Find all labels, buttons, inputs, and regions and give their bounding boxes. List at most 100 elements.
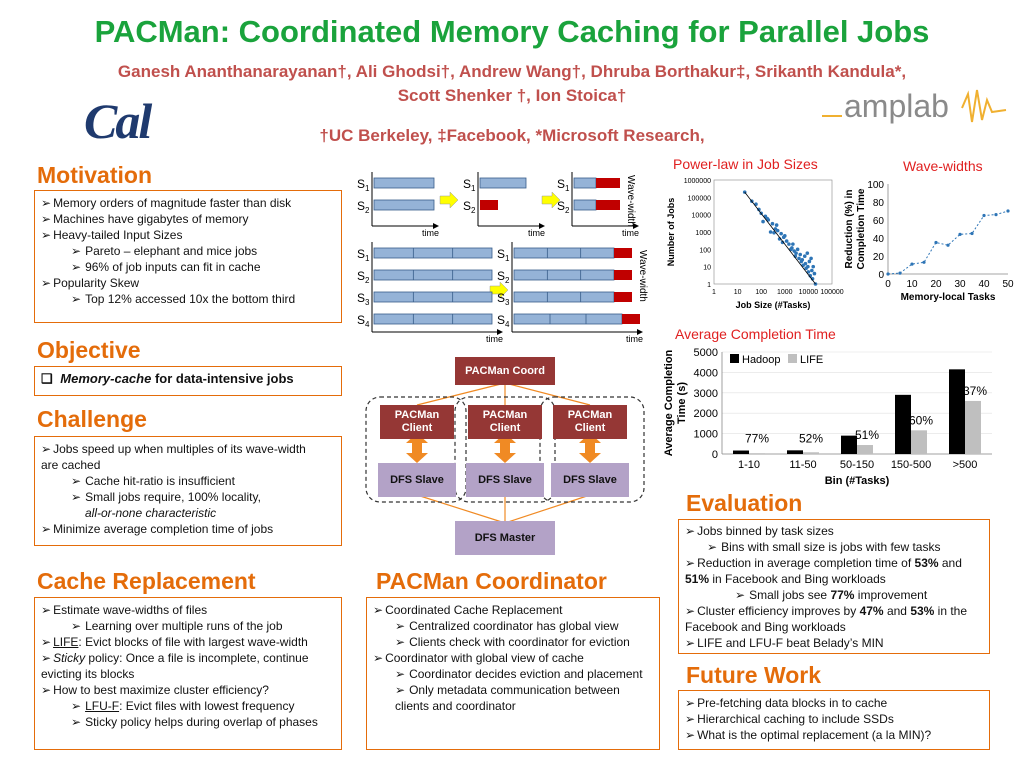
legend-label: LIFE: [800, 354, 823, 366]
objective-title: Objective: [37, 337, 141, 363]
data-point: [812, 271, 817, 276]
objective-box: Memory-cache for data-intensive jobs: [34, 366, 342, 396]
data-label: 60%: [909, 413, 933, 427]
eval-text: Small jobs see: [749, 588, 831, 602]
cached-bar: [596, 200, 620, 210]
bar: [841, 435, 857, 454]
data-point: [784, 239, 789, 243]
y-tick-label: 20: [873, 252, 885, 263]
y-axis-label-line: Completion Time: [856, 188, 867, 269]
s-label: S3: [357, 291, 370, 307]
data-point: [946, 243, 950, 247]
x-tick-label: 0: [885, 279, 891, 290]
pacman-client-box: PACMan Client: [380, 405, 454, 439]
future-work-list: Pre-fetching data blocks in to cache Hie…: [679, 691, 989, 747]
wave-width-label: Wave-width: [637, 250, 648, 302]
data-point: [768, 230, 773, 234]
list-item: Hierarchical caching to include SSDs: [685, 711, 983, 727]
eval-stat: 77%: [830, 588, 855, 602]
bar: [787, 450, 803, 454]
list-item: Only metadata communication between clie…: [373, 682, 653, 714]
objective-em: Memory-cache: [60, 371, 152, 386]
task-bar: [513, 291, 615, 303]
x-tick-label: >500: [953, 459, 978, 471]
s-label-sub: 2: [565, 206, 570, 215]
authors-line-1: Ganesh Ananthanarayanan†, Ali Ghodsi†, A…: [117, 62, 907, 81]
completion-time-chart: 0100020003000400050001-1077%11-5052%50-1…: [663, 347, 992, 487]
y-tick-label: 100: [867, 180, 884, 191]
x-tick-label: 11-50: [789, 459, 816, 471]
data-point: [810, 276, 815, 281]
objective-rest: for data-intensive jobs: [151, 371, 294, 386]
data-point: [802, 254, 807, 259]
arrow-icon: [541, 191, 561, 209]
list-item: 96% of job inputs can fit in cache: [41, 259, 335, 275]
objective-list: Memory-cache for data-intensive jobs: [35, 367, 341, 391]
bar: [749, 453, 765, 454]
s-label-sub: 2: [365, 206, 370, 215]
y-tick-label: 0: [712, 449, 718, 461]
x-tick-label: 10000: [799, 289, 819, 296]
y-axis-label-line: Time (s): [676, 382, 688, 424]
cached-bar: [614, 270, 632, 280]
dfs-slave-box: DFS Slave: [466, 463, 544, 497]
data-point: [791, 242, 795, 246]
authors: Ganesh Ananthanarayanan†, Ali Ghodsi†, A…: [50, 60, 974, 108]
data-point: [910, 262, 914, 266]
y-axis-label: Average CompletionTime (s): [663, 349, 688, 456]
lfuf-term: LFU-F: [85, 699, 120, 713]
list-item: Sticky policy: Once a file is incomplete…: [41, 650, 335, 682]
y-tick-label: 100000: [688, 195, 711, 202]
data-point: [806, 270, 811, 274]
s-label-sub: 4: [505, 320, 510, 329]
task-bar: [373, 177, 435, 189]
x-tick-label: 20: [930, 279, 942, 290]
task-bar: [373, 269, 493, 281]
eval-text: in the Facebook and Bing workloads: [685, 604, 968, 634]
list-item: LIFE: Evict blocks of file with largest …: [41, 634, 335, 650]
amplab-logo-text: amplab: [844, 88, 949, 124]
future-work-box: Pre-fetching data blocks in to cache Hie…: [678, 690, 990, 750]
x-tick-label: 1-10: [738, 459, 760, 471]
data-point: [809, 256, 813, 261]
y-axis-label: Number of Jobs: [666, 198, 676, 267]
bar: [965, 400, 981, 454]
data-point: [1006, 209, 1010, 213]
s-label: S4: [497, 313, 510, 329]
eval-text: and: [938, 556, 962, 570]
data-point: [806, 264, 810, 269]
y-tick-label: 100: [699, 247, 711, 254]
list-item: LIFE and LFU-F beat Belady’s MIN: [685, 635, 983, 651]
s-label-sub: 1: [471, 184, 476, 193]
y-tick-label: 10: [703, 265, 711, 272]
s-label-sub: 3: [365, 298, 370, 307]
cache-replacement-box: Estimate wave-widths of files Learning o…: [34, 597, 342, 750]
list-item: Jobs binned by task sizes: [685, 523, 983, 539]
time-label: time: [422, 228, 439, 238]
s-label-sub: 2: [471, 206, 476, 215]
lfuf-desc: : Evict files with lowest frequency: [119, 699, 295, 713]
task-bar: [479, 177, 527, 189]
authors-line-2: Scott Shenker †, Ion Stoica†: [397, 86, 627, 105]
x-tick-label: 30: [954, 279, 966, 290]
data-point: [783, 234, 787, 238]
data-point: [770, 221, 775, 226]
eval-text: improvement: [854, 588, 928, 602]
y-axis-label: Reduction (%) inCompletion Time: [844, 188, 867, 269]
coordinator-list: Coordinated Cache Replacement Centralize…: [367, 598, 659, 718]
list-item: Memory orders of magnitude faster than d…: [41, 195, 335, 211]
eval-stat: 51%: [685, 572, 710, 586]
list-item: Machines have gigabytes of memory: [41, 211, 335, 227]
x-axis-label: Memory-local Tasks: [901, 292, 996, 303]
data-point: [795, 247, 800, 252]
data-point: [982, 213, 986, 218]
s-label: S1: [357, 247, 370, 263]
eval-text: in Facebook and Bing workloads: [709, 572, 886, 586]
pacman-coord-box: PACMan Coord: [455, 357, 555, 385]
y-tick-label: 80: [873, 198, 885, 209]
architecture-diagram: PACMan Coord PACMan Client PACMan Client…: [360, 355, 650, 565]
cal-logo-text: Cal: [84, 93, 152, 149]
